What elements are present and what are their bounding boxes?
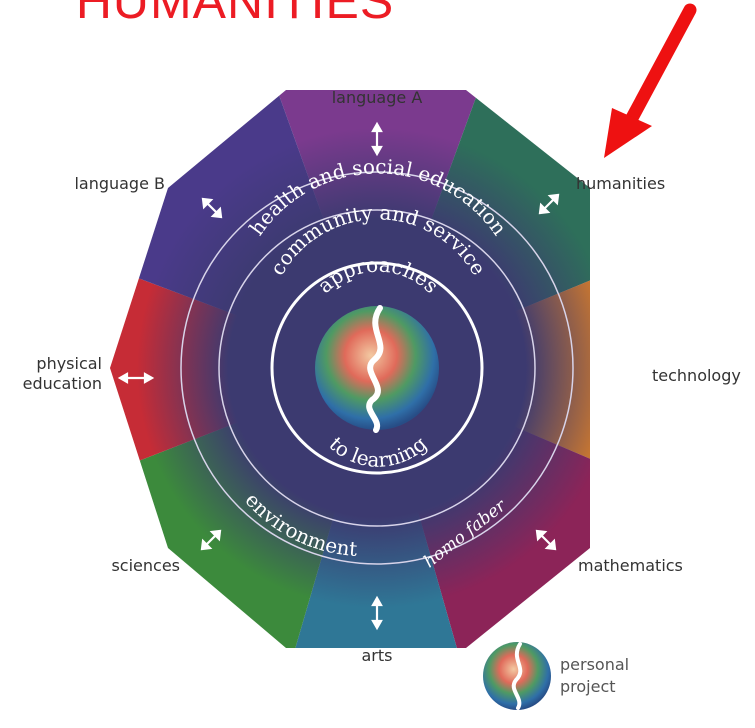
double-arrow-icon [371, 121, 383, 157]
legend-personal-line2: project [560, 677, 616, 696]
label-humanities: humanities [576, 174, 666, 193]
page-title: HUMANITIES [75, 0, 395, 29]
inner-ring [270, 261, 484, 475]
double-arrow-icon [535, 529, 557, 551]
label-technology: technology [652, 366, 741, 385]
double-arrow-icon [117, 372, 155, 384]
red-pointer-arrow-icon [604, 3, 697, 158]
sector-arrows [117, 121, 635, 631]
outer-ring [180, 171, 574, 565]
globe-image [315, 306, 439, 430]
double-arrow-icon [597, 372, 635, 384]
label-arts: arts [361, 646, 393, 665]
label-physical-education-line1: physical [36, 354, 102, 373]
label-language-a: language A [331, 88, 423, 107]
double-arrow-icon [538, 193, 560, 215]
middle-ring [218, 209, 536, 527]
double-arrow-icon [200, 529, 222, 551]
label-sciences: sciences [111, 556, 180, 575]
label-mathematics: mathematics [578, 556, 683, 575]
label-language-b: language B [74, 174, 165, 193]
label-physical-education-line2: education [22, 374, 102, 393]
double-arrow-icon [201, 197, 223, 219]
legend-personal-line1: personal [560, 655, 630, 674]
double-arrow-icon [371, 595, 383, 631]
